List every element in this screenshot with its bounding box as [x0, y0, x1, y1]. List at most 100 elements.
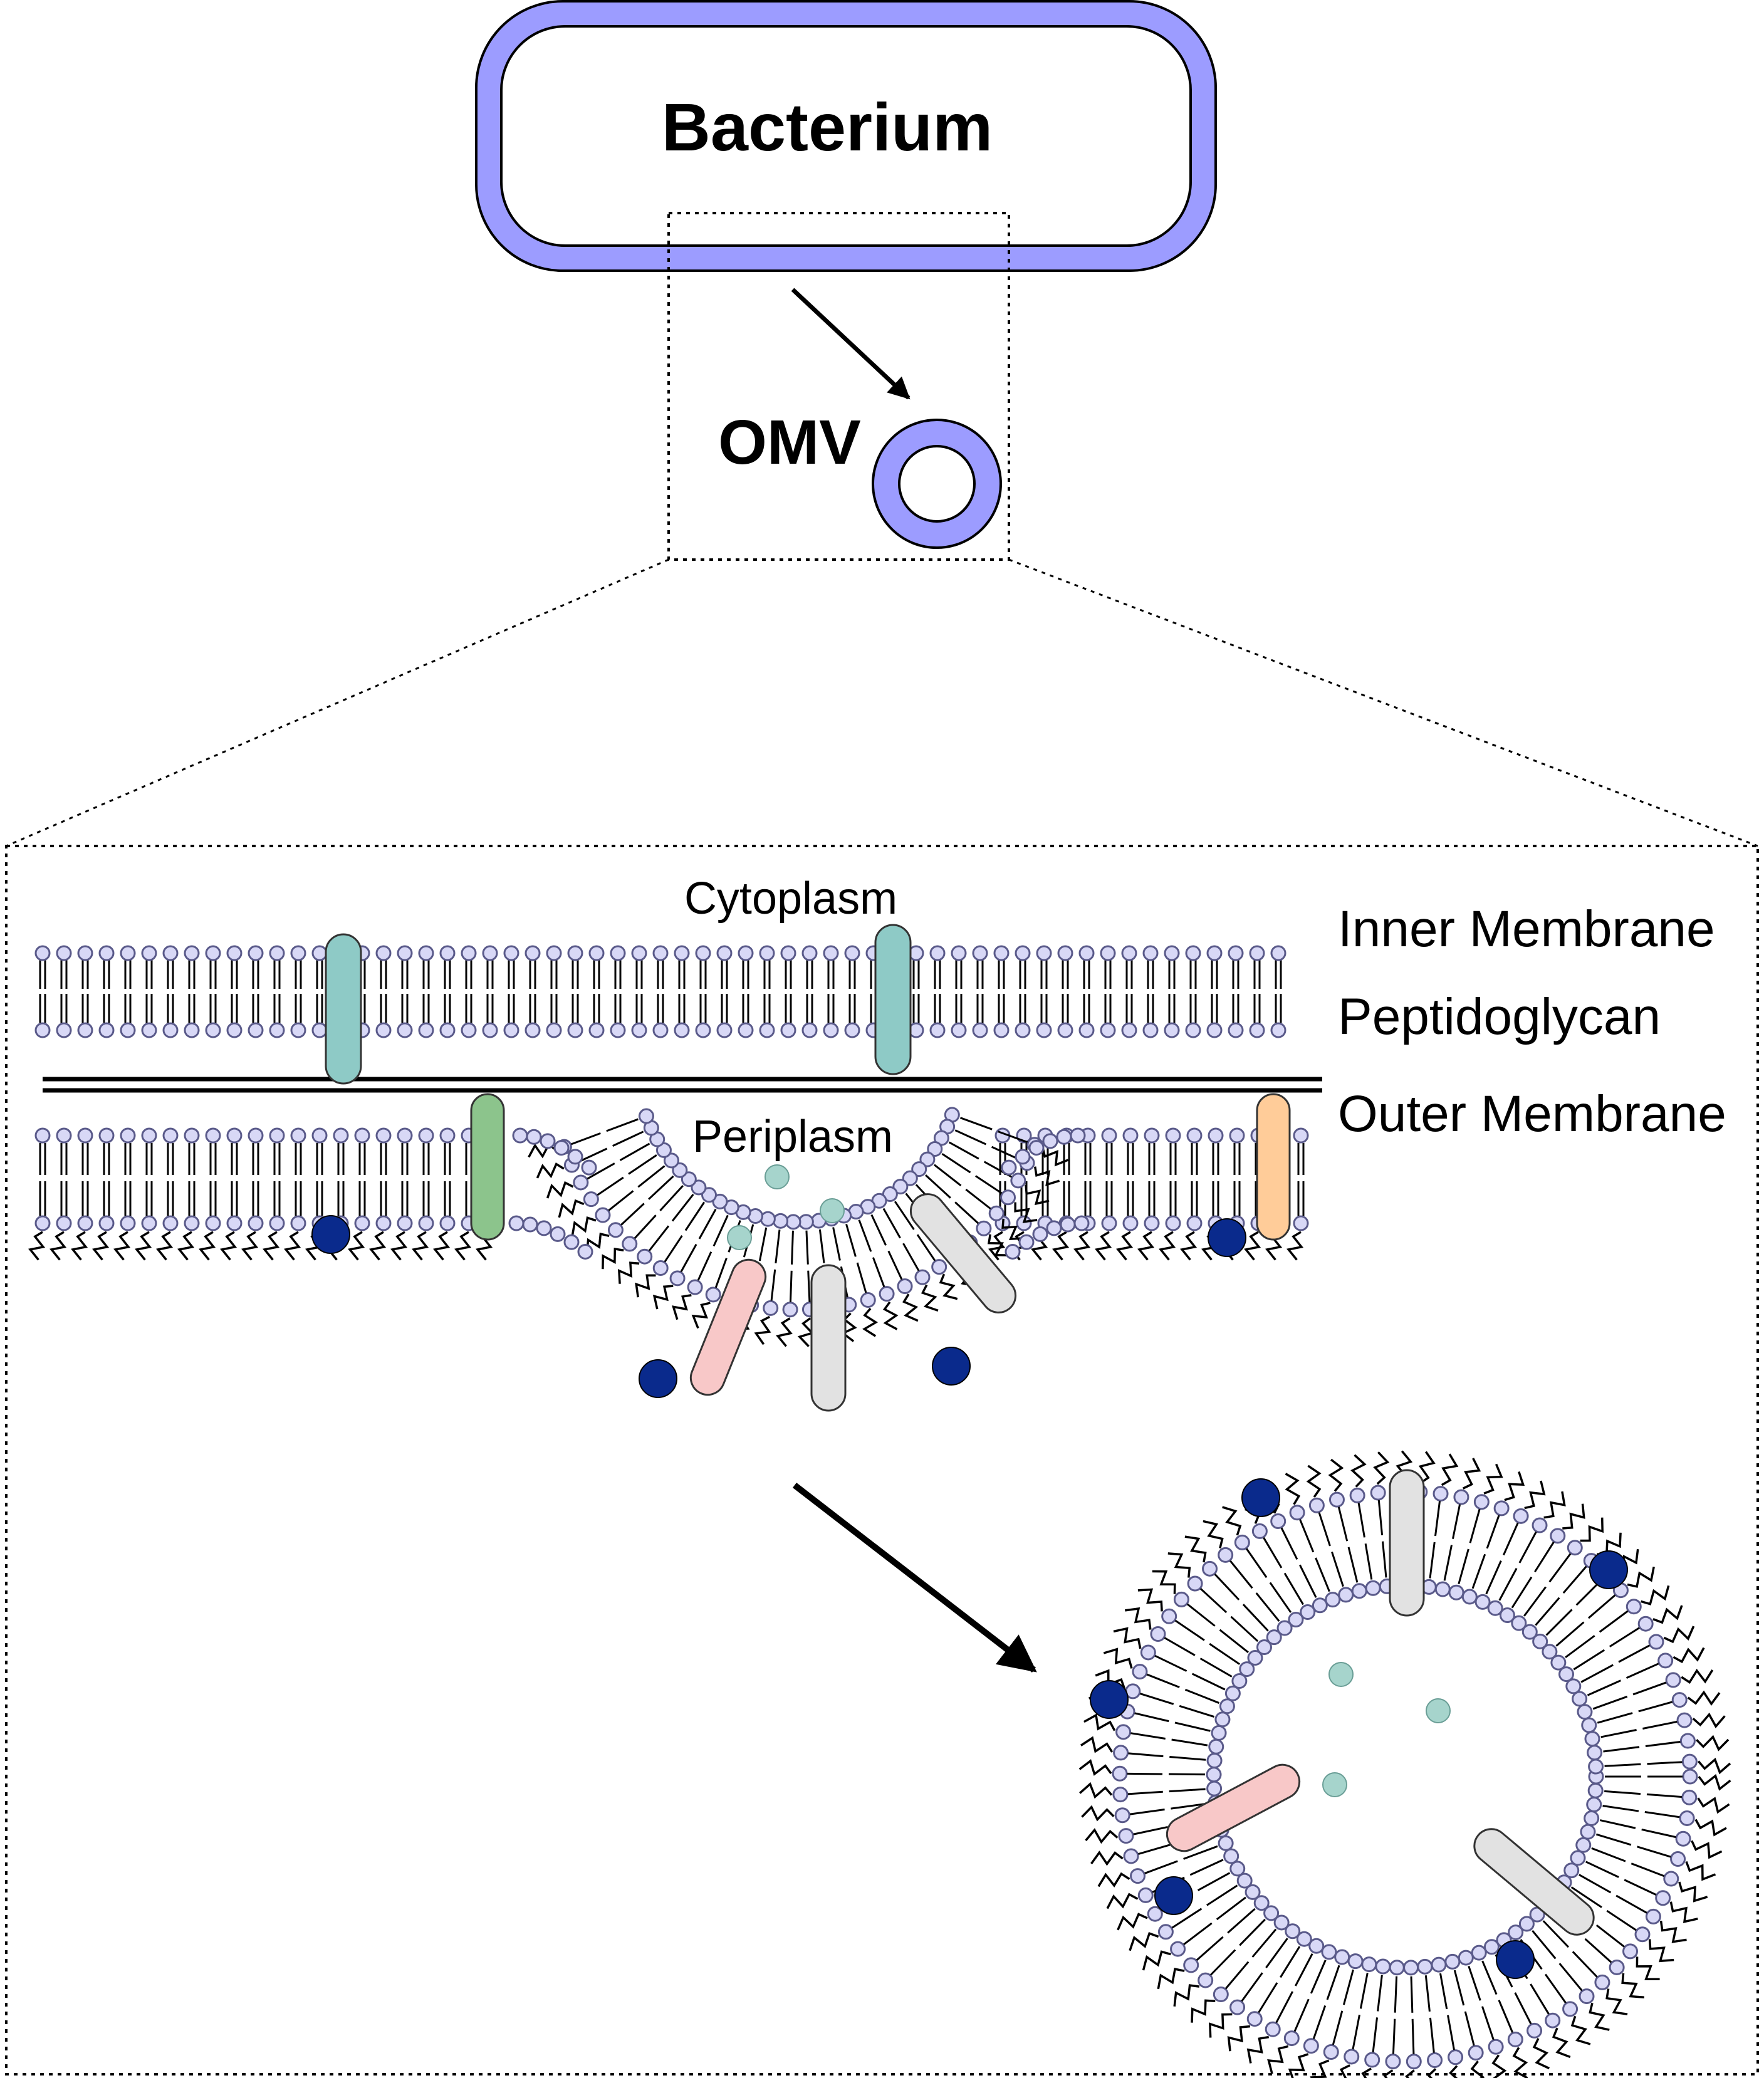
lipid-head	[1634, 1926, 1651, 1943]
lipid-tail	[894, 1201, 915, 1230]
lps-chain	[1692, 1712, 1726, 1729]
lipid-tail	[791, 1230, 794, 1265]
lps-chain	[1483, 1463, 1503, 1495]
lipid-head	[652, 1022, 669, 1038]
vesicle-protein	[1166, 1763, 1301, 1852]
lipid-head	[98, 945, 115, 961]
release-arrow	[791, 288, 911, 400]
lipid-head	[1137, 1887, 1154, 1903]
membrane-proteins	[325, 924, 1595, 1936]
lps-chain	[1698, 1773, 1731, 1791]
lps-chain	[1014, 1202, 1038, 1223]
lipid-head	[290, 1022, 306, 1038]
lipid-head	[1042, 1133, 1058, 1149]
lipid-tail	[1604, 1763, 1641, 1767]
lipid-head	[763, 1300, 779, 1316]
lipid-head	[56, 1127, 72, 1144]
lipid-tail	[1382, 1541, 1387, 1578]
lipid-tail	[1310, 1960, 1327, 1994]
lipid-head	[1234, 1534, 1250, 1550]
lipid-tail	[697, 1251, 712, 1281]
lipid-head	[333, 1127, 349, 1144]
lipid-tail	[1169, 1773, 1206, 1776]
lipid-head	[1122, 1127, 1139, 1144]
lipid-head	[567, 1149, 583, 1165]
lipid-tail	[1357, 1502, 1365, 1538]
lipid-head	[546, 1022, 562, 1038]
lipid-tail	[1183, 1845, 1218, 1860]
lipid-tail	[1411, 2018, 1415, 2054]
lipid-head	[1016, 1215, 1032, 1231]
lipid-head	[525, 945, 541, 961]
lipid-head	[226, 945, 243, 961]
lipid-head	[290, 1215, 306, 1231]
omv-label: OMV	[718, 407, 861, 478]
lipid-head	[902, 1170, 918, 1186]
lipid-tail	[1638, 1701, 1673, 1713]
lipid-head	[226, 1215, 243, 1231]
lps-chain	[1081, 1805, 1115, 1822]
lipid-head	[1000, 1189, 1016, 1206]
lipid-head	[773, 1213, 789, 1229]
lipid-tail	[758, 1227, 768, 1261]
lipid-head	[1507, 2031, 1523, 2047]
lipid-head	[1679, 1810, 1695, 1826]
lipid-head	[1056, 1129, 1072, 1145]
lipid-head	[1406, 2054, 1422, 2070]
lipid-head	[1572, 1691, 1588, 1707]
lipid-head	[34, 945, 51, 961]
lps-chain	[1418, 1451, 1436, 1485]
lipid-tail	[1471, 1553, 1486, 1589]
lipid-head	[184, 1022, 200, 1038]
lipid-tail	[1359, 1973, 1369, 2009]
lipid-tail	[1587, 1679, 1622, 1696]
lipid-head	[823, 945, 839, 961]
lipid-head	[1270, 1513, 1286, 1529]
lps-chain	[1673, 1647, 1705, 1664]
lps-chain	[113, 1231, 131, 1261]
lipid-tail	[1532, 1929, 1557, 1960]
lipid-head	[1142, 945, 1159, 961]
lps-chain	[1636, 1956, 1660, 1981]
lipid-tail	[1631, 1862, 1665, 1877]
lps-chain	[92, 1231, 110, 1261]
lipid-tail	[597, 1176, 624, 1196]
lps-chain	[546, 1181, 574, 1199]
lipid-head	[375, 1215, 392, 1231]
lipid-head	[77, 1215, 93, 1231]
lps-chain	[1328, 1458, 1344, 1492]
lipid-head	[1508, 1924, 1524, 1941]
lipid-head	[695, 1022, 711, 1038]
lipid-tail	[1241, 1972, 1263, 2002]
lipid-tail	[1127, 1790, 1163, 1795]
lipid-head	[695, 945, 711, 961]
lipid-tail	[1342, 1969, 1354, 2005]
lipid-head	[1132, 1664, 1148, 1680]
lipid-head	[1558, 1666, 1575, 1683]
lipid-head	[1563, 1862, 1580, 1879]
lipid-tail	[1191, 1673, 1226, 1691]
lps-chain	[1103, 1647, 1133, 1669]
lipid-tail	[664, 1235, 683, 1263]
lipid-head	[951, 1022, 967, 1038]
lipid-head	[701, 1187, 717, 1203]
lipid-head	[1663, 1871, 1679, 1887]
lipid-head	[1532, 1633, 1548, 1649]
lps-chain	[1117, 1913, 1148, 1931]
lipid-head	[1588, 1758, 1604, 1775]
lipid-tail	[1410, 1976, 1414, 2013]
lipid-head	[801, 945, 818, 961]
lipid-head	[567, 1022, 583, 1038]
lipid-tail	[1646, 1793, 1682, 1798]
lipid-head	[1473, 1494, 1490, 1510]
lps-chain	[220, 1231, 237, 1261]
lps-chain	[1339, 2064, 1350, 2078]
lps-chain	[1157, 1968, 1185, 1990]
lipid-head	[141, 1127, 157, 1144]
lipid-head	[1431, 1956, 1447, 1973]
lipid-head	[1170, 1941, 1186, 1957]
lipid-head	[269, 1022, 285, 1038]
lipid-tail	[648, 1225, 670, 1251]
lipid-head	[1122, 1215, 1139, 1231]
lipid-head	[785, 1214, 801, 1230]
